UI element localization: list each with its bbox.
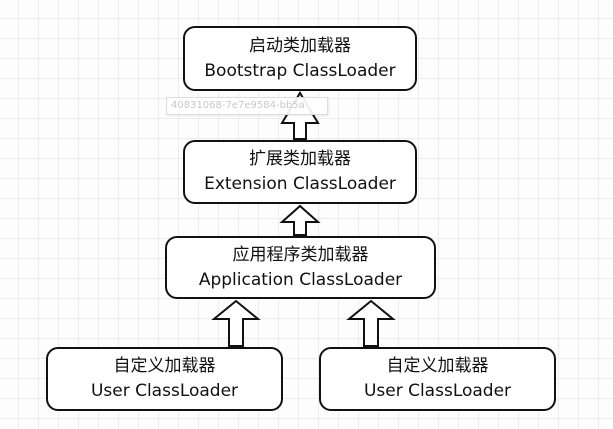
node-subtitle: Bootstrap ClassLoader — [204, 60, 396, 81]
arrow-user2-to-application — [346, 299, 396, 347]
application-classloader-node: 应用程序类加载器 Application ClassLoader — [165, 236, 436, 299]
node-title: 启动类加载器 — [249, 35, 351, 56]
node-subtitle: Extension ClassLoader — [204, 174, 396, 194]
watermark-tag: 40831068-7e7e9584-bb5a — [166, 97, 328, 115]
user-classloader-node-left: 自定义加载器 User ClassLoader — [46, 347, 283, 411]
node-title: 应用程序类加载器 — [232, 244, 369, 265]
node-title: 自定义加载器 — [113, 356, 216, 376]
node-title: 自定义加载器 — [386, 356, 489, 376]
node-subtitle: User ClassLoader — [363, 381, 512, 401]
bootstrap-classloader-node: 启动类加载器 Bootstrap ClassLoader — [183, 26, 417, 91]
arrow-user1-to-application — [211, 299, 261, 347]
node-subtitle: User ClassLoader — [90, 381, 239, 401]
user-classloader-node-right: 自定义加载器 User ClassLoader — [319, 347, 556, 411]
node-subtitle: Application ClassLoader — [198, 269, 403, 290]
node-title: 扩展类加载器 — [249, 149, 351, 169]
extension-classloader-node: 扩展类加载器 Extension ClassLoader — [183, 140, 417, 204]
arrow-application-to-extension — [279, 204, 321, 236]
